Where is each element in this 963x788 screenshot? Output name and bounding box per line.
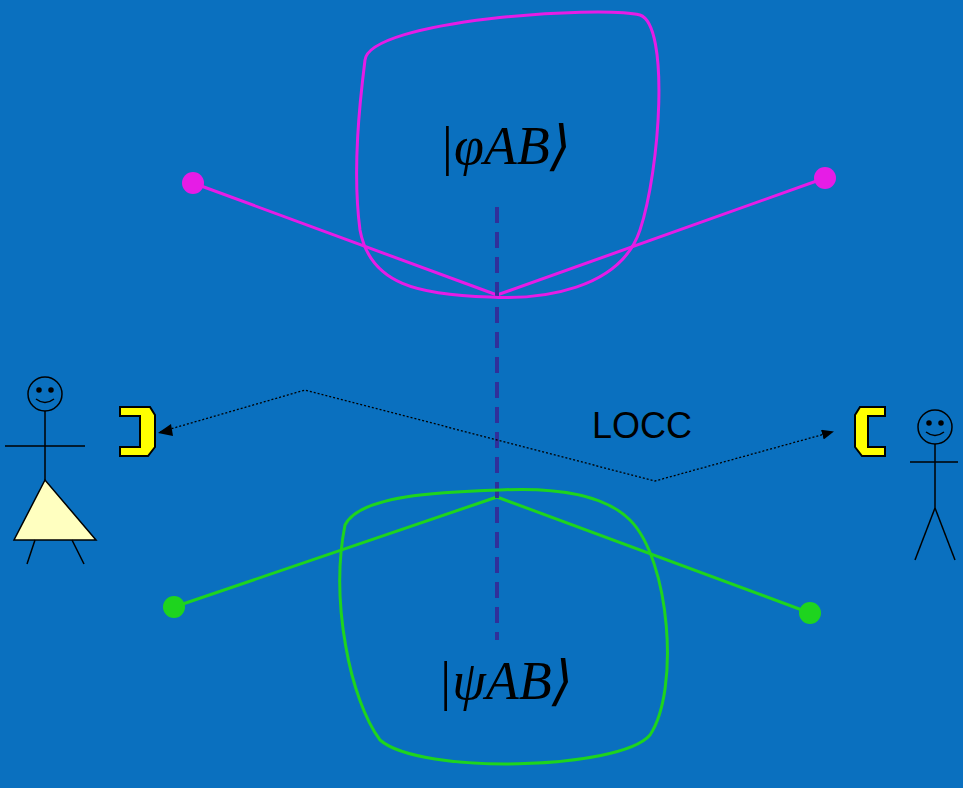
particle-dot (163, 596, 185, 618)
particle-dot (799, 602, 821, 624)
particle-dot (814, 167, 836, 189)
arrow-head (158, 424, 173, 436)
state-loop: |φAB⟩ (345, 5, 665, 305)
phone-icon (855, 407, 885, 456)
entanglement-lines (193, 178, 825, 295)
channel-label: LOCC (592, 406, 692, 446)
entanglement-lines (174, 497, 810, 613)
bob-figure (910, 410, 958, 560)
loop-outline (325, 480, 685, 780)
state-ket: |ψAB⟩ (437, 652, 572, 711)
particle-dot (182, 172, 204, 194)
phone-icon (120, 407, 155, 456)
divider-line (495, 207, 499, 640)
state-loop: |ψAB⟩ (325, 480, 685, 780)
alice-figure (5, 377, 96, 564)
state-ket: |φAB⟩ (439, 117, 571, 176)
classical-channel (160, 390, 832, 481)
